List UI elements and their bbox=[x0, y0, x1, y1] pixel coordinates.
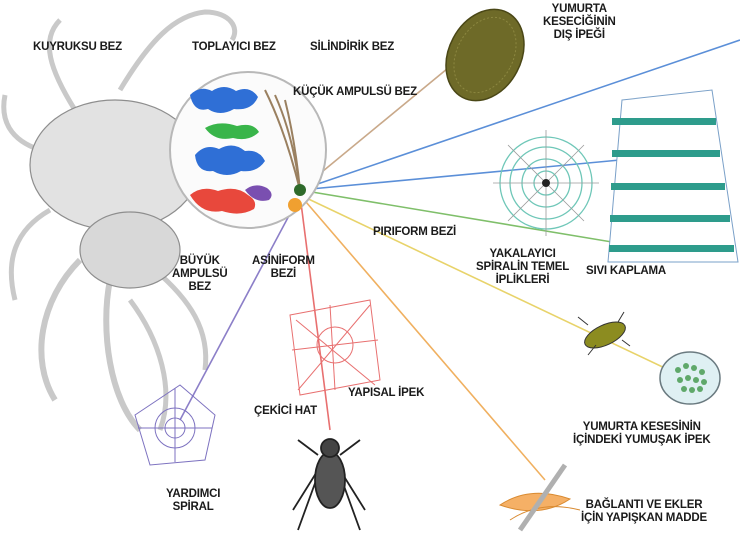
label-buyuk-ampulsu-bez: BÜYÜK AMPULSÜ BEZ bbox=[172, 255, 227, 294]
label-cekici-hat: ÇEKİCİ HAT bbox=[254, 405, 317, 418]
label-yumurta-kesecigi: YUMURTA KESECİĞİNİN DIŞ İPEĞİ bbox=[543, 3, 616, 42]
small-spider bbox=[293, 439, 365, 530]
label-yakalayici-spiral: YAKALAYICI SPİRALİN TEMEL İPLİKLERİ bbox=[476, 248, 569, 287]
label-piriform-bezi: PIRIFORM BEZİ bbox=[373, 226, 456, 239]
spider-body-illustration bbox=[4, 12, 235, 430]
label-silindirik-bez: SİLİNDİRİK BEZ bbox=[310, 41, 394, 54]
thread-egg-sac-outer bbox=[300, 50, 470, 190]
label-toplayici-bez: TOPLAYICI BEZ bbox=[192, 41, 276, 54]
thread-blue-2 bbox=[300, 160, 620, 190]
label-yumurta-kesesi-ipek: YUMURTA KESESİNİN İÇİNDEKİ YUMUŞAK İPEK bbox=[573, 421, 710, 447]
label-yardimci-spiral: YARDIMCI SPİRAL bbox=[166, 488, 220, 514]
egg-sac-inner-silk bbox=[660, 352, 720, 404]
label-sivi-kaplama: SIVI KAPLAMA bbox=[586, 265, 666, 278]
thread-purple bbox=[180, 195, 300, 420]
auxiliary-spiral-web bbox=[135, 385, 215, 465]
label-baglanti-madde: BAĞLANTI VE EKLER İÇİN YAPIŞKAN MADDE bbox=[581, 499, 707, 525]
label-asiniform-bezi: ASİNİFORM BEZİ bbox=[252, 255, 315, 281]
label-kucuk-ampulsu-bez: KÜÇÜK AMPULSÜ BEZ bbox=[293, 86, 417, 99]
structural-silk-web bbox=[290, 300, 380, 395]
label-kuyruksu-bez: KUYRUKSU BEZ bbox=[33, 41, 122, 54]
egg-sac-outer-silk bbox=[431, 0, 540, 114]
liquid-coating-panel bbox=[608, 90, 738, 262]
orb-web bbox=[493, 130, 599, 236]
label-yapisal-ipek: YAPISAL İPEK bbox=[348, 387, 424, 400]
